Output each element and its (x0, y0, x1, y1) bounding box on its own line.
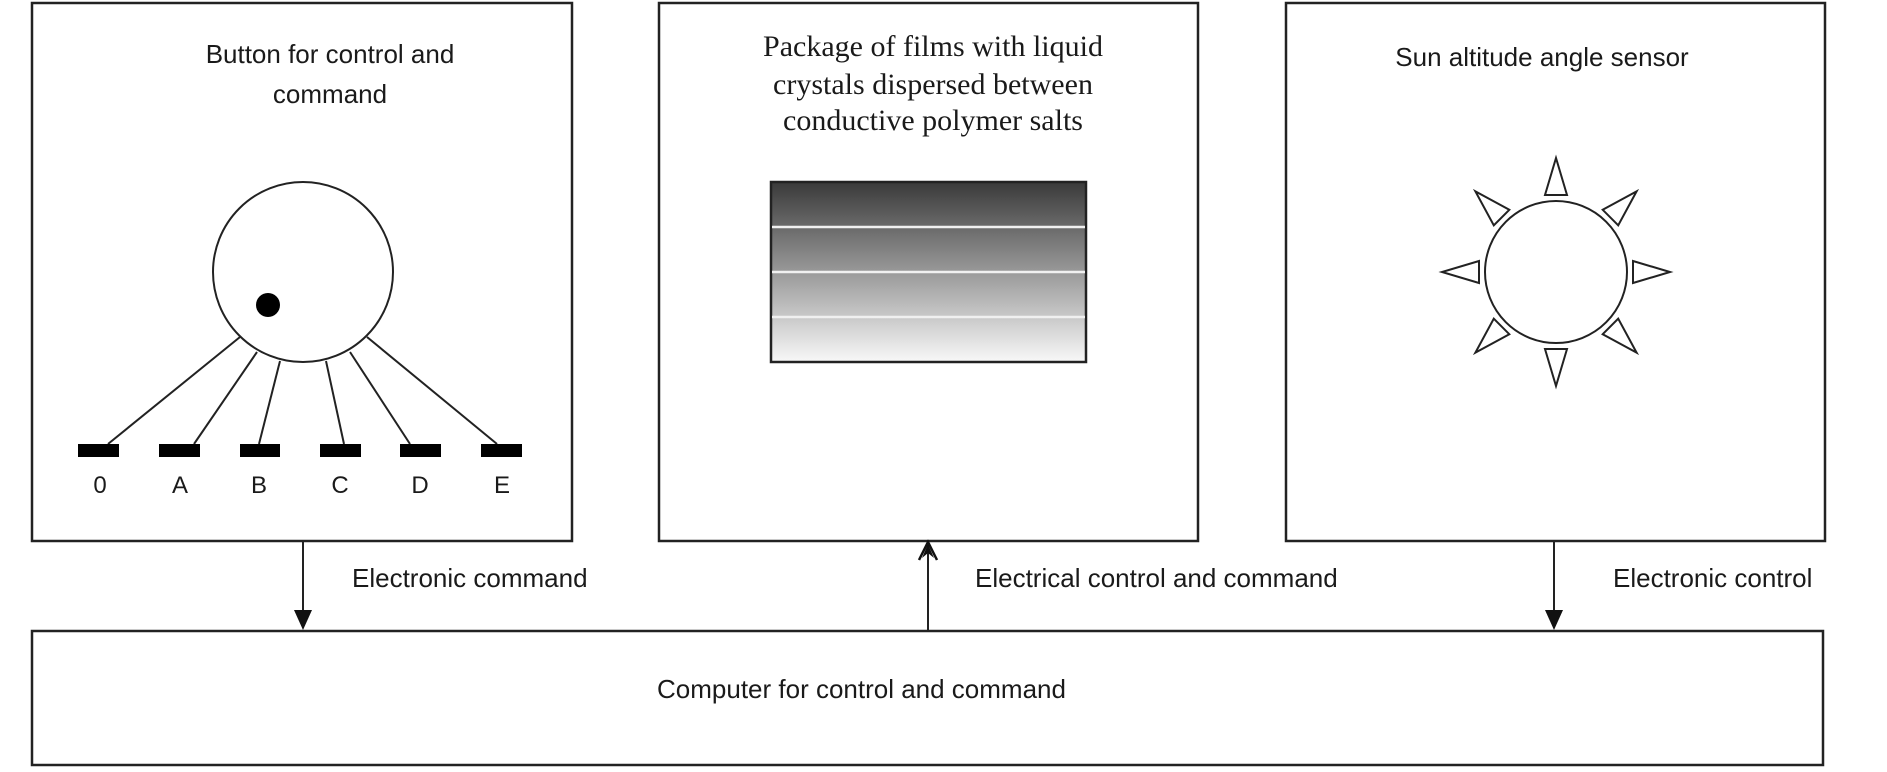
switch-label-0: 0 (93, 472, 106, 499)
switch-lead-0 (107, 336, 241, 445)
switch-lead-e (366, 336, 498, 445)
connection-sensor-to-computer: Electronic control (1545, 542, 1812, 630)
switch-terminal-d (400, 444, 441, 457)
sun-icon (1438, 154, 1674, 390)
switch-terminal-c (320, 444, 361, 457)
films-block-title-line-3: conductive polymer salts (783, 104, 1083, 137)
switch-label-c: C (331, 472, 348, 499)
sun-ray-5 (1543, 348, 1569, 390)
computer-block-title: Computer for control and command (657, 674, 1066, 704)
connection-label-electronic-command: Electronic command (352, 563, 588, 593)
computer-block: Computer for control and command (30, 629, 1825, 767)
switch-lead-d (349, 351, 411, 445)
sun-ray-8 (1472, 188, 1511, 227)
sun-ray-1 (1543, 154, 1569, 196)
sun-ray-2 (1601, 188, 1640, 227)
button-block-title-line-2: command (273, 79, 387, 109)
switch-label-d: D (411, 472, 428, 499)
connection-button-to-computer: Electronic command (294, 542, 588, 630)
computer-block-frame (30, 629, 1825, 767)
sun-ray-3 (1632, 259, 1674, 285)
connection-computer-to-films: Electrical control and command (917, 539, 1338, 630)
films-block: Package of films with liquid crystals di… (657, 1, 1200, 543)
switch-pointer-dot (256, 293, 280, 317)
arrow-down-icon (1545, 610, 1563, 630)
switch-terminal-0 (78, 444, 119, 457)
switch-terminal-a (159, 444, 200, 457)
sun-disc (1484, 200, 1628, 344)
button-block: Button for control and command 0 A B C D… (30, 1, 574, 543)
connection-label-electrical-control: Electrical control and command (975, 563, 1338, 593)
sensor-block: Sun altitude angle sensor (1284, 1, 1827, 543)
arrow-up-icon (917, 539, 939, 561)
switch-terminal-e (481, 444, 522, 457)
switch-lead-b (258, 360, 281, 445)
arrow-down-icon (294, 610, 312, 630)
films-block-title-line-2: crystals dispersed between (773, 68, 1093, 101)
films-block-title-line-1: Package of films with liquid (763, 30, 1103, 63)
arrow-up-head (922, 544, 934, 558)
switch-label-a: A (172, 472, 188, 499)
connection-label-electronic-control: Electronic control (1613, 563, 1812, 593)
switch-label-b: B (251, 472, 267, 499)
switch-lead-c (325, 360, 345, 445)
switch-lead-a (193, 351, 258, 445)
sun-ray-6 (1472, 317, 1511, 356)
rotary-switch-icon: 0 A B C D E (78, 181, 522, 499)
sun-ray-7 (1438, 259, 1480, 285)
switch-knob (212, 181, 394, 363)
film-stack-icon (769, 180, 1088, 364)
sensor-block-title: Sun altitude angle sensor (1395, 42, 1689, 72)
switch-terminal-b (240, 444, 280, 457)
button-block-title-line-1: Button for control and (206, 39, 455, 69)
sun-ray-4 (1601, 317, 1640, 356)
switch-label-e: E (494, 472, 510, 499)
